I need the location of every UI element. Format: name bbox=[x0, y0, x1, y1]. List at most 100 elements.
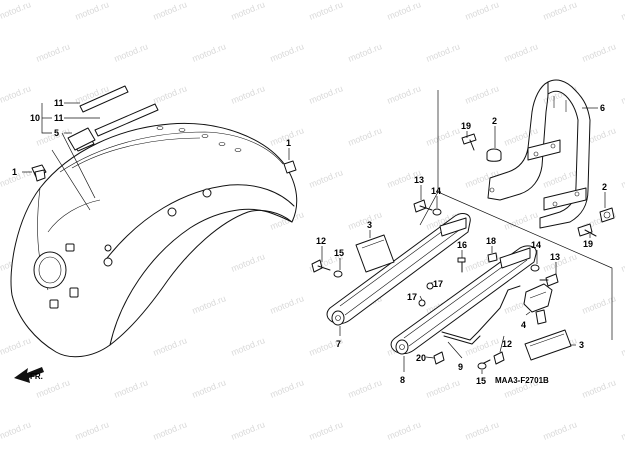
watermark-text: motod.ru bbox=[152, 335, 189, 358]
front-direction-arrow bbox=[14, 367, 44, 383]
watermark-text: motod.ru bbox=[230, 251, 267, 274]
callout-19-upper: 19 bbox=[461, 121, 471, 131]
watermark-text: motod.ru bbox=[308, 167, 345, 190]
watermark-text: motod.ru bbox=[230, 0, 267, 22]
callout-1-left: 1 bbox=[12, 167, 17, 177]
watermark-text: motod.ru bbox=[152, 419, 189, 442]
seat-rail-left bbox=[326, 213, 471, 326]
callout-14-lower: 14 bbox=[531, 240, 541, 250]
callout-19-lower: 19 bbox=[583, 239, 593, 249]
watermark-text: motod.ru bbox=[0, 0, 32, 22]
watermark-text: motod.ru bbox=[74, 0, 111, 22]
watermark-text: motod.ru bbox=[269, 41, 306, 64]
callout-17-right: 17 bbox=[433, 279, 443, 289]
watermark-text: motod.ru bbox=[464, 419, 501, 442]
watermark-text: motod.ru bbox=[152, 83, 189, 106]
watermark-text: motod.ru bbox=[191, 41, 228, 64]
leader-lines bbox=[22, 102, 606, 374]
callout-8: 8 bbox=[400, 375, 405, 385]
watermark-text: motod.ru bbox=[0, 83, 32, 106]
rubber-2-upper bbox=[486, 148, 502, 162]
watermark-text: motod.ru bbox=[620, 335, 625, 358]
callout-10: 10 bbox=[30, 113, 40, 123]
watermark-text: motod.ru bbox=[74, 419, 111, 442]
watermark-text: motod.ru bbox=[191, 293, 228, 316]
watermark-text: motod.ru bbox=[503, 41, 540, 64]
watermark-text: motod.ru bbox=[113, 377, 150, 400]
fr-label: FR. bbox=[30, 372, 43, 381]
callout-18: 18 bbox=[486, 236, 496, 246]
watermark-text: motod.ru bbox=[347, 125, 384, 148]
watermark-text: motod.ru bbox=[386, 0, 423, 22]
watermark-text: motod.ru bbox=[113, 41, 150, 64]
watermark-text: motod.ru bbox=[542, 0, 579, 22]
watermark-text: motod.ru bbox=[347, 377, 384, 400]
callout-5: 5 bbox=[54, 128, 59, 138]
watermark-text: motod.ru bbox=[425, 377, 462, 400]
callouts: 11 10 11 5 1 1 19 2 6 2 19 13 14 3 12 15… bbox=[12, 98, 607, 386]
callout-12-left: 12 bbox=[316, 236, 326, 246]
callout-11-middle: 11 bbox=[54, 113, 64, 123]
rubber-2-lower bbox=[599, 207, 615, 223]
callout-14-upper: 14 bbox=[431, 186, 441, 196]
watermark-text: motod.ru bbox=[347, 209, 384, 232]
watermark-text: motod.ru bbox=[269, 377, 306, 400]
drawing-code: MAA3-F2701B bbox=[495, 376, 549, 385]
grab-rail bbox=[487, 79, 591, 229]
watermark-text: motod.ru bbox=[35, 41, 72, 64]
bolt-19-lower bbox=[577, 223, 597, 237]
watermark-text: motod.ru bbox=[35, 125, 72, 148]
watermark-text: motod.ru bbox=[542, 419, 579, 442]
watermark-text: motod.ru bbox=[152, 0, 189, 22]
nut-1-right bbox=[283, 160, 297, 174]
watermark-text: motod.ru bbox=[464, 167, 501, 190]
watermark-text: motod.ru bbox=[620, 251, 625, 274]
wire-harness bbox=[441, 285, 521, 345]
watermark-text: motod.ru bbox=[0, 419, 32, 442]
watermark-text: motod.ru bbox=[308, 419, 345, 442]
callout-13-upper: 13 bbox=[414, 175, 424, 185]
callout-20: 20 bbox=[416, 353, 426, 363]
watermark-text: motod.ru bbox=[308, 83, 345, 106]
watermark-text: motod.ru bbox=[269, 293, 306, 316]
callout-4: 4 bbox=[521, 320, 526, 330]
callout-15-left: 15 bbox=[334, 248, 344, 258]
reflector-left bbox=[355, 234, 395, 273]
seat-rail-right bbox=[390, 245, 537, 355]
watermark-text: motod.ru bbox=[620, 0, 625, 22]
callout-6: 6 bbox=[600, 103, 605, 113]
nut-1-left bbox=[31, 164, 47, 182]
callout-2-upper: 2 bbox=[492, 116, 497, 126]
watermark-text: motod.ru bbox=[191, 377, 228, 400]
callout-2-lower: 2 bbox=[602, 182, 607, 192]
fasteners bbox=[311, 199, 559, 370]
watermark-text: motod.ru bbox=[230, 83, 267, 106]
watermark-text: motod.ru bbox=[425, 41, 462, 64]
watermark-text: motod.ru bbox=[620, 167, 625, 190]
callout-13-lower: 13 bbox=[550, 252, 560, 262]
callout-12-lower: 12 bbox=[502, 339, 512, 349]
callout-1-right: 1 bbox=[286, 138, 291, 148]
watermark-text: motod.ru bbox=[230, 419, 267, 442]
callout-15-lower: 15 bbox=[476, 376, 486, 386]
callout-11-top: 11 bbox=[54, 98, 64, 108]
watermark-text: motod.ru bbox=[464, 335, 501, 358]
callout-16: 16 bbox=[457, 240, 467, 250]
callout-7: 7 bbox=[336, 339, 341, 349]
reflector-right bbox=[524, 329, 572, 361]
watermark-text: motod.ru bbox=[620, 83, 625, 106]
watermark-text: motod.ru bbox=[581, 377, 618, 400]
bolt-19-upper bbox=[461, 133, 477, 151]
rear-fender bbox=[10, 122, 298, 358]
callout-3-left: 3 bbox=[367, 220, 372, 230]
watermark-text: motod.ru bbox=[464, 0, 501, 22]
license-light bbox=[523, 283, 553, 325]
watermark-text: motod.ru bbox=[308, 0, 345, 22]
watermark-text: motod.ru bbox=[503, 125, 540, 148]
callout-3-right: 3 bbox=[579, 340, 584, 350]
watermark-text: motod.ru bbox=[464, 83, 501, 106]
watermark-text: motod.ru bbox=[0, 335, 32, 358]
watermark-text: motod.ru bbox=[581, 41, 618, 64]
